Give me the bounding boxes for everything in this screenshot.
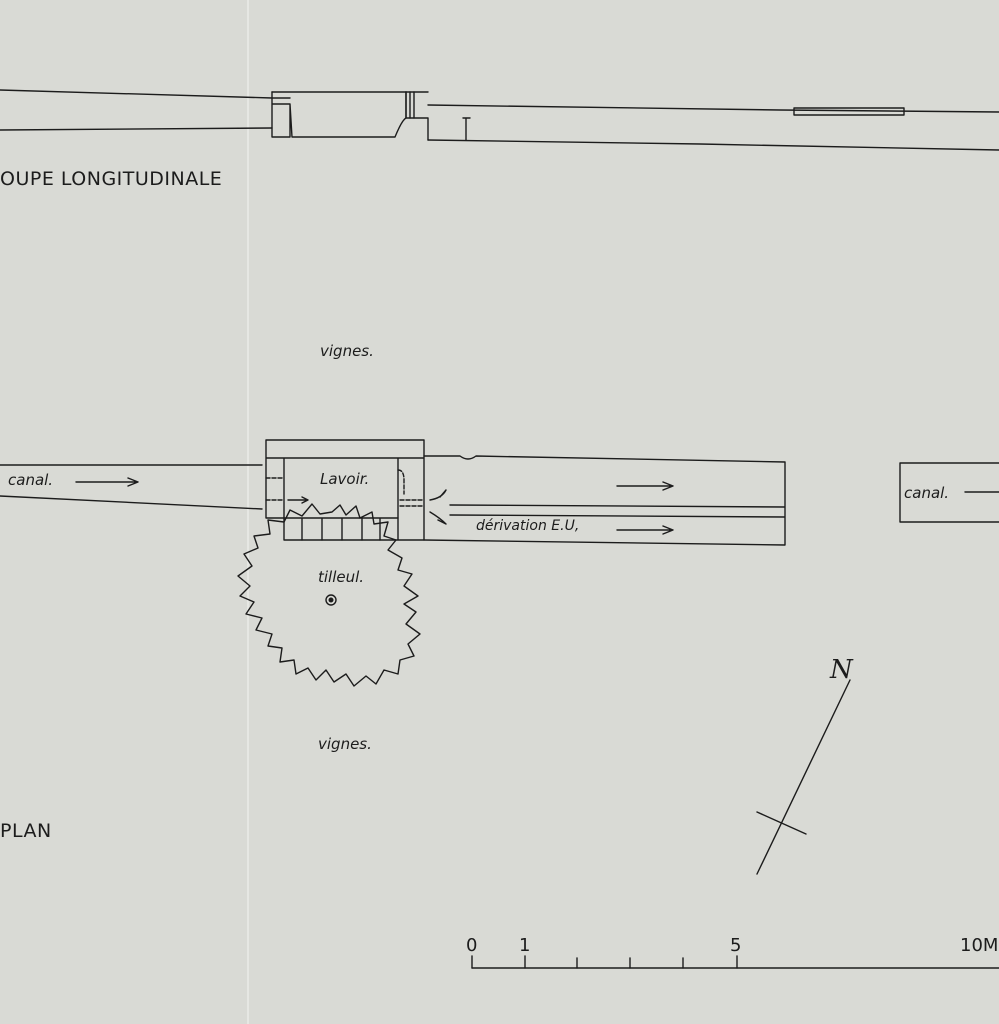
- north-arrow-shaft: [756, 679, 851, 875]
- tilleul-trunk-core: [328, 597, 334, 603]
- section-plank: [793, 107, 905, 116]
- tilleul-canopy: [237, 503, 421, 687]
- lavoir-steps: [283, 517, 399, 541]
- label-vignes-top: vignes.: [320, 342, 374, 360]
- canal-right-banks: [423, 455, 786, 546]
- tilleul-trunk: [325, 594, 337, 606]
- lavoir-building: [265, 439, 425, 541]
- section-sluice: [405, 91, 415, 119]
- section-title: OUPE LONGITUDINALE: [0, 168, 223, 190]
- scale-tick-label-5: 5: [730, 935, 742, 956]
- canal-right-fragment: [899, 462, 999, 523]
- label-canal-left: canal.: [8, 471, 54, 489]
- flow-arrow-lavoir: [287, 496, 309, 504]
- plan-view: [0, 439, 999, 687]
- flow-arrow-canal-right: [616, 481, 674, 491]
- label-derivation: dérivation E.U,: [476, 518, 580, 534]
- label-canal-right: canal.: [904, 484, 950, 502]
- plan-title: PLAN: [0, 820, 52, 842]
- section-lavoir-basin: [271, 91, 429, 141]
- scale-bar-ticks: [471, 955, 738, 969]
- label-lavoir: Lavoir.: [320, 470, 370, 488]
- section-post: [462, 117, 471, 141]
- canal-left-banks: [0, 464, 263, 510]
- flow-arrow-canal-left: [75, 477, 139, 487]
- label-tilleul: tilleul.: [318, 568, 365, 586]
- longitudinal-section: [0, 89, 999, 151]
- north-arrow: [756, 679, 851, 875]
- label-vignes-bottom: vignes.: [318, 735, 372, 753]
- section-ground-line-bottom: [0, 127, 999, 151]
- scale-tick-label-0: 0: [466, 935, 478, 956]
- scale-tick-label-10m: 10M: [960, 935, 999, 956]
- lavoir-inner-edge: [265, 469, 425, 507]
- scale-tick-label-1: 1: [519, 935, 531, 956]
- section-ground-line-top: [0, 89, 999, 113]
- north-arrow-crossbar: [756, 811, 807, 835]
- north-arrow-label: N: [830, 655, 853, 685]
- flow-arrow-derivation: [616, 525, 674, 535]
- scale-bar: [471, 955, 999, 969]
- paper-fold-line: [247, 0, 249, 1024]
- flow-split: [429, 489, 447, 525]
